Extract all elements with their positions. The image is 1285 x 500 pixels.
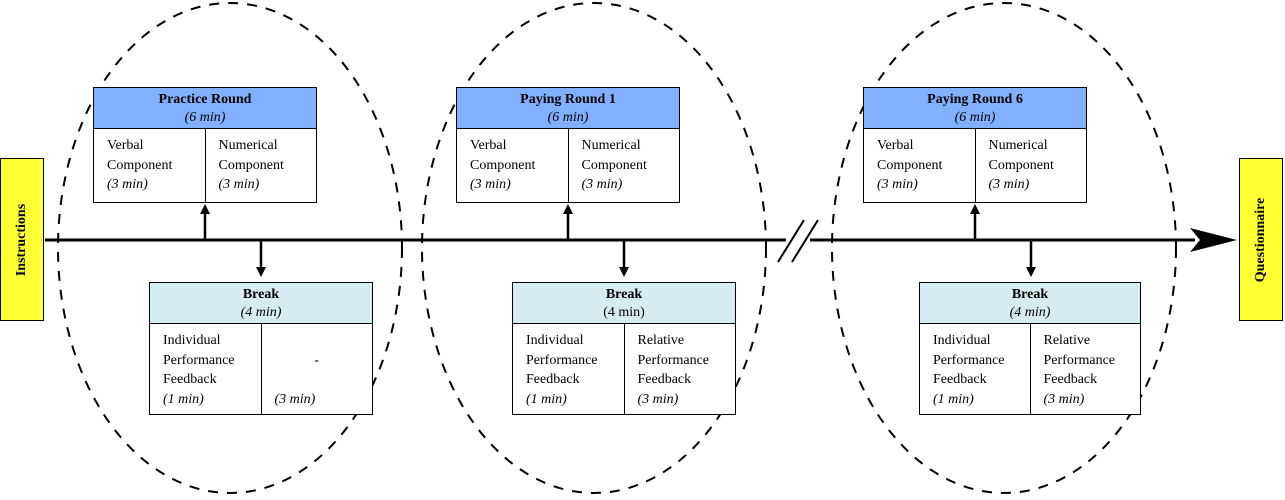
feedback-duration: (3 min)	[274, 391, 316, 407]
feedback-label-line: Feedback	[163, 372, 217, 387]
arrowhead-up-round-1	[200, 204, 210, 214]
questionnaire-label: Questionnaire	[1253, 197, 1268, 282]
break-box-paying-1: Break (4 min) Individual Performance Fee…	[512, 282, 736, 415]
break-duration: (4 min)	[240, 305, 282, 320]
round-duration: (6 min)	[184, 110, 226, 125]
round-title: Practice Round	[158, 92, 252, 107]
feedback-label-line: Relative	[637, 333, 685, 348]
feedback-label-line: Individual	[933, 333, 991, 348]
component-duration: (3 min)	[581, 177, 623, 192]
numerical-component-cell: Numerical Component (3 min)	[204, 129, 317, 202]
feedback-duration: (3 min)	[1043, 391, 1085, 407]
component-label-line: Numerical	[581, 138, 641, 153]
break-header: Break (4 min)	[150, 283, 372, 324]
component-label-line: Numerical	[988, 138, 1048, 153]
arrowhead-down-round-1	[256, 267, 266, 277]
component-label-line: Component	[470, 157, 536, 173]
verbal-component-cell: Verbal Component (3 min)	[457, 129, 568, 202]
component-duration: (3 min)	[470, 177, 511, 192]
component-label-line: Component	[581, 157, 647, 173]
break-box-practice: Break (4 min) Individual Performance Fee…	[149, 282, 373, 415]
round-header: Paying Round 6 (6 min)	[864, 88, 1086, 129]
feedback-label-line: Feedback	[637, 372, 692, 387]
break-duration: (4 min)	[603, 305, 645, 320]
break-box-paying-6: Break (4 min) Individual Performance Fee…	[919, 282, 1141, 415]
timeline-arrowhead	[1190, 228, 1237, 252]
component-label-line: Component	[218, 157, 284, 173]
time-break-slash-1	[777, 219, 805, 263]
feedback-duration: (1 min)	[933, 391, 974, 407]
round-box-paying-6: Paying Round 6 (6 min) Verbal Component …	[863, 87, 1087, 203]
round-ellipse-3	[831, 2, 1177, 494]
component-label-line: Numerical	[218, 138, 278, 153]
break-title: Break	[605, 287, 643, 302]
arrowhead-down-round-3	[1026, 267, 1036, 277]
arrowhead-down-round-2	[619, 267, 629, 277]
questionnaire-box: Questionnaire	[1239, 158, 1283, 321]
arrowhead-up-round-3	[970, 204, 980, 214]
feedback-label-line: Performance	[1043, 352, 1116, 368]
relative-feedback-cell: Relative Performance Feedback (3 min)	[623, 324, 736, 414]
round-header: Practice Round (6 min)	[94, 88, 316, 129]
round-title: Paying Round 1	[520, 92, 616, 107]
feedback-duration: (1 min)	[526, 391, 567, 407]
feedback-label-line: Performance	[933, 352, 1005, 368]
round-duration: (6 min)	[547, 110, 589, 125]
break-header: Break (4 min)	[920, 283, 1140, 324]
round-title: Paying Round 6	[927, 92, 1023, 107]
feedback-label-line: Performance	[637, 352, 710, 368]
instructions-box: Instructions	[0, 158, 44, 321]
relative-feedback-cell: Relative Performance Feedback (3 min)	[1029, 324, 1141, 414]
component-label-line: Component	[988, 157, 1054, 173]
time-break-slash-2	[791, 219, 819, 263]
feedback-label-line: Individual	[163, 333, 221, 348]
round-ellipse-2	[421, 2, 767, 494]
break-duration: (4 min)	[1009, 305, 1051, 320]
feedback-label-line: Feedback	[933, 372, 987, 387]
instructions-label: Instructions	[14, 203, 29, 276]
verbal-component-cell: Verbal Component (3 min)	[864, 129, 975, 202]
relative-feedback-cell-empty: - (3 min)	[260, 324, 373, 414]
component-duration: (3 min)	[877, 177, 918, 192]
component-label-line: Component	[877, 157, 943, 173]
feedback-placeholder-dash: -	[314, 352, 320, 368]
individual-feedback-cell: Individual Performance Feedback (1 min)	[920, 324, 1030, 414]
break-title: Break	[242, 287, 280, 302]
component-label-line: Component	[107, 157, 173, 173]
numerical-component-cell: Numerical Component (3 min)	[974, 129, 1087, 202]
component-label-line: Verbal	[470, 138, 507, 153]
component-label-line: Verbal	[877, 138, 914, 153]
component-duration: (3 min)	[107, 177, 148, 192]
feedback-duration: (1 min)	[163, 391, 204, 407]
component-duration: (3 min)	[218, 177, 260, 192]
round-box-paying-1: Paying Round 1 (6 min) Verbal Component …	[456, 87, 680, 203]
feedback-label-line: Individual	[526, 333, 584, 348]
component-duration: (3 min)	[988, 177, 1030, 192]
arrowhead-up-round-2	[563, 204, 573, 214]
feedback-label-line: Performance	[163, 352, 235, 368]
feedback-label-line: Feedback	[1043, 372, 1098, 387]
break-title: Break	[1011, 287, 1049, 302]
individual-feedback-cell: Individual Performance Feedback (1 min)	[513, 324, 624, 414]
round-ellipse-1	[57, 2, 403, 494]
numerical-component-cell: Numerical Component (3 min)	[567, 129, 680, 202]
round-box-practice: Practice Round (6 min) Verbal Component …	[93, 87, 317, 203]
feedback-duration: (3 min)	[637, 391, 679, 407]
feedback-label-line: Relative	[1043, 333, 1091, 348]
break-header: Break (4 min)	[513, 283, 735, 324]
individual-feedback-cell: Individual Performance Feedback (1 min)	[150, 324, 261, 414]
feedback-label-line: Performance	[526, 352, 598, 368]
verbal-component-cell: Verbal Component (3 min)	[94, 129, 205, 202]
component-label-line: Verbal	[107, 138, 144, 153]
feedback-label-line: Feedback	[526, 372, 580, 387]
round-header: Paying Round 1 (6 min)	[457, 88, 679, 129]
round-duration: (6 min)	[954, 110, 996, 125]
